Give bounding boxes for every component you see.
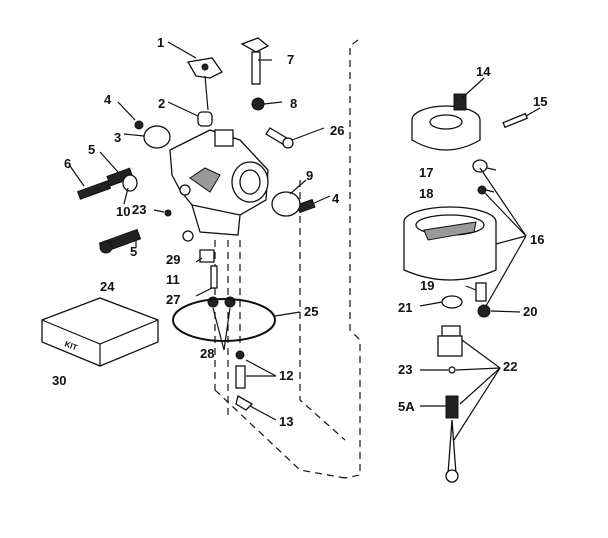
callout-25: 25	[304, 304, 318, 319]
callout-4-right: 4	[332, 191, 340, 206]
part-5-idle-screw	[106, 167, 134, 187]
part-11-needle	[199, 249, 215, 263]
part-20-screw	[477, 304, 491, 318]
dashed-guides	[214, 39, 361, 479]
part-15-pin	[502, 112, 529, 129]
callout-20: 20	[523, 304, 537, 319]
callout-1: 1	[157, 35, 164, 50]
callout-5A: 5A	[398, 399, 415, 414]
part-29-ball	[182, 230, 194, 242]
callout-17: 17	[419, 165, 433, 180]
callout-2: 2	[158, 96, 165, 111]
part-23-o-ring-right	[448, 366, 456, 374]
part-27-pin	[210, 265, 218, 289]
callout-24: 24	[100, 279, 115, 294]
part-12-seat	[235, 350, 246, 389]
part-22-jet-assembly	[437, 325, 463, 483]
callout-14: 14	[476, 64, 491, 79]
callout-28: 28	[200, 346, 214, 361]
callout-4-left: 4	[104, 92, 112, 107]
part-6-screw	[76, 180, 112, 200]
part-23-o-ring	[164, 209, 172, 217]
callout-10: 10	[116, 204, 130, 219]
part-3-plate	[143, 125, 171, 149]
part-16-float	[403, 206, 497, 281]
part-30-kit-package: KIT	[41, 297, 159, 367]
part-21-washer	[441, 295, 463, 309]
callout-5-top: 5	[88, 142, 95, 157]
callout-labels: 1 2 3 4 4 5 5 6 7 8 9 10 11 12 13 14 15 …	[52, 35, 547, 429]
callout-15: 15	[533, 94, 547, 109]
callout-27: 27	[166, 292, 180, 307]
callout-12: 12	[279, 368, 293, 383]
callout-22: 22	[503, 359, 517, 374]
callout-16: 16	[530, 232, 544, 247]
callout-18: 18	[419, 186, 433, 201]
part-4-screw	[134, 120, 144, 130]
callout-30: 30	[52, 373, 66, 388]
callout-23-left: 23	[132, 202, 146, 217]
part-8-screw	[251, 97, 265, 111]
callout-19: 19	[420, 278, 434, 293]
part-10-spring	[122, 174, 138, 192]
part-26-lever	[265, 127, 294, 149]
part-2-seal	[197, 111, 213, 127]
part-17-needle	[472, 159, 488, 173]
callout-11: 11	[166, 272, 180, 287]
callout-7: 7	[287, 52, 294, 67]
callout-13: 13	[279, 414, 293, 429]
part-25-gasket	[172, 298, 276, 342]
callout-9: 9	[306, 168, 313, 183]
leader-lines	[69, 41, 541, 441]
part-24-needle	[98, 228, 142, 254]
part-7-choke-shaft	[240, 37, 270, 85]
callout-29: 29	[166, 252, 180, 267]
callout-5-bottom: 5	[130, 244, 137, 259]
carburetor-body	[169, 129, 269, 236]
part-14-float-bowl-cover	[411, 93, 481, 151]
callout-23-right: 23	[398, 362, 412, 377]
part-1-throttle-lever	[186, 57, 223, 111]
kit-label: KIT	[63, 339, 78, 352]
callout-21: 21	[398, 300, 412, 315]
part-19-spring	[475, 282, 487, 302]
part-9-choke-plate	[271, 191, 301, 217]
callout-8: 8	[290, 96, 297, 111]
callout-6: 6	[64, 156, 71, 171]
callout-26: 26	[330, 123, 344, 138]
callout-3: 3	[114, 130, 121, 145]
part-13-clip	[235, 395, 254, 411]
